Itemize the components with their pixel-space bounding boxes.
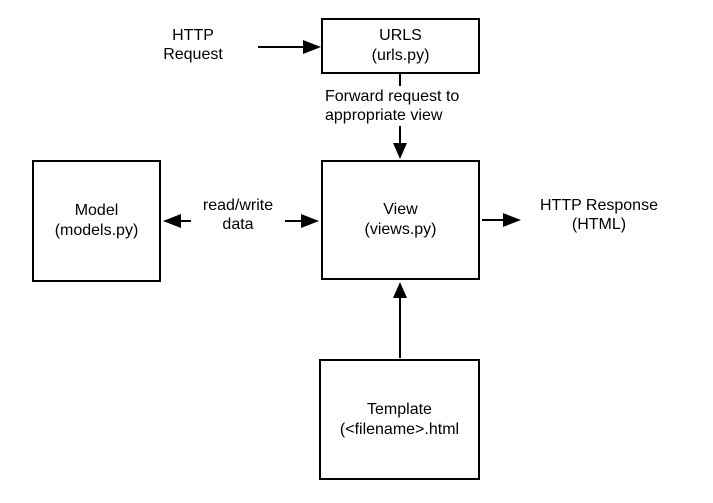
template-box-subtitle: (<filename>.html: [339, 420, 460, 438]
arrow-urls-to-view-head: [393, 143, 407, 159]
model-box-subtitle: (models.py): [54, 222, 139, 239]
http-request-label-line2: Request: [163, 46, 223, 63]
read-write-data-label-line1: read/write: [202, 197, 274, 214]
forward-request-label-line2: appropriate view: [325, 107, 443, 124]
view-box: View (views.py): [321, 160, 480, 280]
arrow-model-view-right-head: [301, 214, 319, 228]
read-write-data-label-line2: data: [222, 216, 254, 233]
forward-request-label-line1: Forward request to: [325, 88, 460, 105]
arrow-template-to-view-head: [393, 282, 407, 298]
arrow-request-to-urls-head: [303, 40, 321, 54]
urls-box: URLS (urls.py): [321, 18, 480, 74]
model-box: Model (models.py): [32, 160, 161, 282]
view-box-subtitle: (views.py): [364, 221, 437, 238]
view-box-title: View: [383, 201, 418, 218]
http-response-label: HTTP Response (HTML): [520, 196, 678, 234]
http-request-label-line1: HTTP: [172, 27, 214, 44]
forward-request-label: Forward request to appropriate view: [325, 86, 462, 126]
http-response-label-line1: HTTP Response: [540, 197, 658, 214]
urls-box-subtitle: (urls.py): [371, 47, 430, 64]
arrow-view-to-response-head: [503, 213, 521, 227]
urls-box-title: URLS: [379, 27, 422, 44]
model-box-title: Model: [74, 202, 119, 219]
http-request-label: HTTP Request: [143, 26, 243, 64]
arrow-model-view-left-head: [163, 214, 181, 228]
http-response-label-line2: (HTML): [571, 216, 627, 233]
template-box: Template (<filename>.html: [319, 359, 480, 480]
read-write-data-label: read/write data: [191, 196, 285, 234]
template-box-title: Template: [367, 400, 432, 418]
